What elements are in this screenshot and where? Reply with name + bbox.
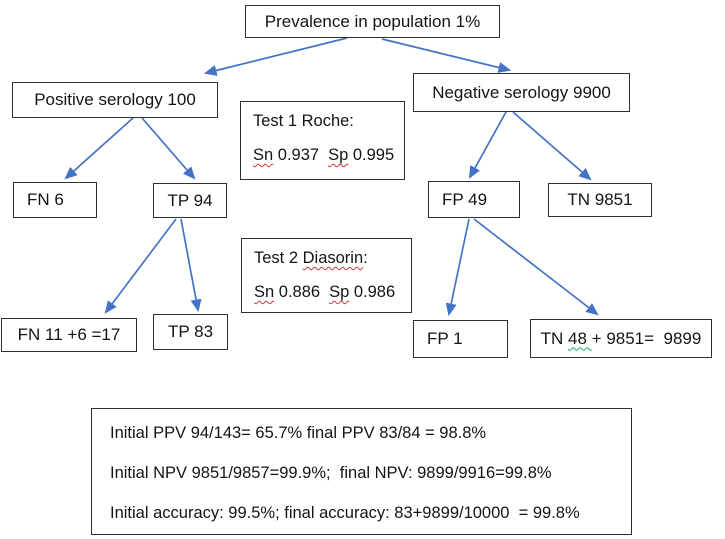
node-tn9851: TN 9851: [548, 183, 652, 217]
test2-title-colon: :: [363, 249, 368, 267]
arrow-prevalence-to-positive-icon: [203, 37, 348, 76]
summary-line-accuracy: Initial accuracy: 99.5%; final accuracy:…: [110, 503, 580, 522]
node-tn9851-label: TN 9851: [567, 190, 633, 210]
summary-box: Initial PPV 94/143= 65.7% final PPV 83/8…: [91, 408, 632, 535]
node-fp1-label: FP 1: [427, 329, 463, 349]
test1-title: Test 1 Roche:: [253, 112, 354, 130]
arrow-prevalence-to-negative-icon: [381, 38, 512, 73]
tn9899-prefix: TN: [540, 328, 569, 348]
node-positive-serology: Positive serology 100: [12, 82, 218, 118]
test1-sp-label: Sp: [328, 145, 349, 164]
test2-title: Test 2 Diasorin:: [254, 249, 368, 268]
arrow-positive-to-fn6-icon: [64, 117, 134, 180]
node-tp83: TP 83: [153, 314, 228, 350]
node-tp94-label: TP 94: [167, 190, 213, 210]
test2-sn-label: Sn: [254, 282, 275, 301]
note-test2-diasorin: Test 2 Diasorin: Sn 0.886 Sp 0.986: [241, 238, 412, 313]
node-tn9899-label: TN 48 + 9851= 9899: [541, 329, 702, 349]
node-fn17-label: FN 11 +6 =17: [17, 325, 121, 345]
arrow-fp49-to-tn9899-icon: [473, 218, 599, 316]
node-fn6: FN 6: [13, 182, 97, 218]
node-tn9899: TN 48 + 9851= 9899: [530, 319, 712, 358]
test2-sp-label: Sp: [329, 282, 350, 301]
tn9899-suffix: + 9851= 9899: [591, 328, 702, 348]
test2-sn-value: 0.886: [278, 282, 321, 301]
tn9899-underlined: 48: [568, 328, 592, 348]
test1-values: Sn 0.937 Sp 0.995: [253, 146, 394, 165]
test2-title-word: Diasorin: [302, 249, 364, 267]
node-prevalence-label: Prevalence in population 1%: [264, 11, 481, 31]
summary-line-ppv: Initial PPV 94/143= 65.7% final PPV 83/8…: [110, 424, 487, 442]
node-negative-serology-label: Negative serology 9900: [432, 82, 611, 102]
node-negative-serology: Negative serology 9900: [413, 73, 630, 112]
node-tp83-label: TP 83: [167, 322, 214, 342]
arrow-negative-to-fp49-icon: [468, 111, 507, 179]
arrow-fp49-to-fp1-icon: [445, 218, 470, 317]
summary-line-npv: Initial NPV 9851/9857=99.9%; final NPV: …: [110, 463, 552, 482]
arrow-negative-to-tn9851-icon: [512, 111, 592, 181]
test1-sn-value: 0.937: [277, 145, 320, 164]
test2-title-prefix: Test 2: [254, 249, 303, 267]
arrow-tp94-to-fn17-icon: [104, 218, 177, 314]
arrow-tp94-to-tp83-icon: [180, 218, 202, 313]
note-test1-roche: Test 1 Roche: Sn 0.937 Sp 0.995: [240, 101, 405, 180]
node-positive-serology-label: Positive serology 100: [34, 90, 196, 110]
node-fp1: FP 1: [413, 320, 508, 358]
test2-values: Sn 0.886 Sp 0.986: [254, 283, 395, 302]
node-fn6-label: FN 6: [27, 190, 64, 210]
node-fp49: FP 49: [428, 181, 520, 218]
arrow-positive-to-tp94-icon: [141, 117, 196, 180]
node-fp49-label: FP 49: [442, 189, 488, 209]
node-tp94: TP 94: [153, 183, 227, 218]
test1-sn-label: Sn: [253, 145, 274, 164]
test2-sp-value: 0.986: [353, 282, 396, 301]
node-fn17: FN 11 +6 =17: [1, 318, 137, 352]
node-prevalence: Prevalence in population 1%: [245, 5, 500, 38]
test1-sp-value: 0.995: [352, 145, 395, 164]
